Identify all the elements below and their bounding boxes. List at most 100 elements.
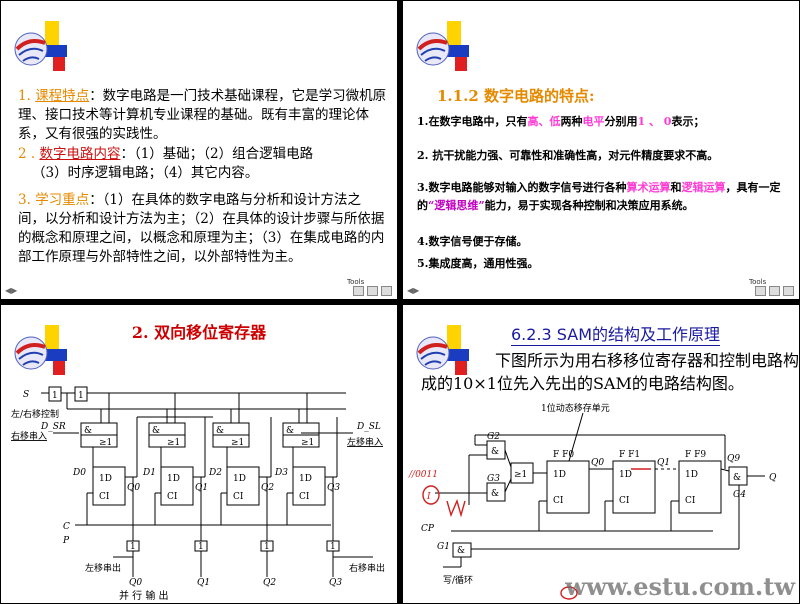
slide-bidirectional-shift-register: 2. 双向移位寄存器 [1,305,397,603]
svg-text:1D: 1D [299,474,312,484]
svg-text:D1: D1 [142,468,156,478]
svg-text:并 行 输 出: 并 行 输 出 [119,589,169,602]
item-number: 2 . [18,146,36,162]
svg-text:CI: CI [167,492,178,502]
item-number: 3. [18,192,31,208]
svg-text:Q2: Q2 [261,483,274,493]
svg-text:右移串出: 右移串出 [349,562,385,574]
item-course-features: 1. 课程特点：数字电路是一门技术基础课程，它是学习微机原理、接口技术等计算机专… [18,87,388,144]
feature-5: 5.集成度高，通用性强。 [417,257,539,270]
item-course-content: 2 . 数字电路内容：（1）基础；（2）组合逻辑电路 （3）时序逻辑电路；（4）… [18,145,388,183]
svg-text:≥1: ≥1 [301,438,314,448]
svg-text:Q1: Q1 [657,458,670,468]
svg-text:Q3: Q3 [327,483,340,493]
svg-text:左移串入: 左移串入 [347,436,383,448]
svg-text:D0: D0 [72,468,86,478]
svg-text:&: & [84,426,92,436]
svg-text:I: I [426,492,431,502]
svg-text:≥1: ≥1 [514,470,527,480]
menu-icon[interactable] [367,286,378,296]
svg-text://0011: //0011 [408,470,438,480]
svg-text:D_SL: D_SL [356,422,381,432]
slide-title: 6.2.3 SAM的结构及工作原理 [511,321,721,346]
svg-text:&: & [491,489,499,499]
item-heading: 课程特点 [35,88,90,104]
svg-text:1: 1 [330,542,336,552]
slide-digital-features: 1.1.2 数字电路的特点: 1.在数字电路中，只有高、低两种电平分别用1 、 … [403,1,799,299]
svg-text:1: 1 [52,391,58,401]
logo-icon [415,19,471,73]
feature-3: 3.数字电路能够对输入的数字信号进行各种算术运算和逻辑运算，具有一定的“逻辑思维… [417,181,781,212]
shift-register-diagram: S 1 1 左/右移控制 D_SR 右移串入 D_SL 左移串入 &≥1 &≥1… [11,386,385,602]
svg-text:F F0: F F0 [553,450,574,460]
nav-arrows-icon[interactable]: ◀▶ [407,286,420,295]
toolbar[interactable]: Tools [347,278,393,296]
svg-text:G4: G4 [733,490,746,500]
svg-text:Q3: Q3 [329,578,342,588]
svg-text:≥1: ≥1 [99,438,112,448]
feature-4: 4.数字信号便于存储。 [417,235,528,248]
svg-text:≥1: ≥1 [231,438,244,448]
item-body: ：（1）基础；（2）组合逻辑电路 [120,146,314,162]
slide-body-text: 下图所示为用右移移位寄存器和控制电路构成的10×1位先入先出的SAM的电路结构图… [421,351,799,393]
svg-text:CI: CI [619,496,630,506]
svg-text:左/右移控制: 左/右移控制 [11,408,59,420]
prev-icon[interactable] [755,286,766,296]
item-body: ：（1）在具体的数字电路与分析和设计方法之间，以分析和设计方法为主；（2）在具体… [18,192,385,265]
svg-text:1: 1 [78,391,84,401]
logo-icon [13,19,69,73]
watermark-text: www.estu.com.tw [564,572,796,601]
svg-text:Q0: Q0 [129,578,142,588]
svg-text:1D: 1D [167,474,180,484]
sam-diagram: 1位动态移存单元 G2 & G3 & ≥1 F F0 1D CI Q0 F F1… [408,402,796,601]
svg-text:C: C [63,522,70,532]
svg-text:1D: 1D [619,470,632,480]
svg-text:CI: CI [233,492,244,502]
prev-icon[interactable] [353,286,364,296]
slide-sam-structure: 6.2.3 SAM的结构及工作原理 下图所示为用右移移位寄存器和控制电路构成的1… [403,305,799,603]
svg-text:1: 1 [264,542,270,552]
feature-2: 2. 抗干扰能力强、可靠性和准确性高，对元件精度要求不高。 [417,149,719,162]
next-icon[interactable] [381,286,392,296]
toolbar-label: Tools [749,278,767,286]
svg-text:F F9: F F9 [685,450,706,460]
svg-text:P: P [62,536,70,546]
svg-text:右移串入: 右移串入 [11,430,47,442]
svg-text:1D: 1D [99,474,112,484]
svg-text:Q0: Q0 [127,483,140,493]
svg-text:左移串出: 左移串出 [85,562,121,574]
svg-text:&: & [152,426,160,436]
svg-text:CI: CI [99,492,110,502]
slide-course-intro: 1. 课程特点：数字电路是一门技术基础课程，它是学习微机原理、接口技术等计算机专… [1,1,397,299]
svg-text:1D: 1D [233,474,246,484]
item-study-focus: 3. 学习重点：（1）在具体的数字电路与分析和设计方法之间，以分析和设计方法为主… [18,191,388,267]
svg-text:1位动态移存单元: 1位动态移存单元 [541,402,610,414]
item-body-cont: （3）时序逻辑电路；（4）其它内容。 [32,165,259,181]
svg-text:1: 1 [130,542,136,552]
svg-text:&: & [457,546,465,556]
next-icon[interactable] [783,286,794,296]
slide-title: 2. 双向移位寄存器 [131,323,267,342]
item-number: 1. [18,88,31,104]
svg-text:CI: CI [553,496,564,506]
svg-text:Q: Q [769,473,777,483]
svg-text:S: S [23,390,29,400]
toolbar[interactable]: Tools [749,278,795,296]
svg-text:G3: G3 [487,474,500,484]
menu-icon[interactable] [769,286,780,296]
svg-text:1: 1 [198,542,204,552]
svg-text:D2: D2 [208,468,222,478]
svg-text:&: & [733,473,741,483]
svg-text:Q2: Q2 [263,578,276,588]
svg-text:F F1: F F1 [619,450,640,460]
svg-text:&: & [491,447,499,457]
svg-text:≥1: ≥1 [167,438,180,448]
svg-text:D3: D3 [274,468,288,478]
svg-text:CP: CP [421,524,435,534]
svg-text:1D: 1D [553,470,566,480]
toolbar-label: Tools [347,278,365,286]
nav-arrows-icon[interactable]: ◀▶ [5,286,18,295]
svg-text:Q1: Q1 [197,578,210,588]
item-body: ：数字电路是一门技术基础课程，它是学习微机原理、接口技术等计算机专业课程的基础。… [18,88,387,142]
item-heading: 学习重点 [35,192,90,208]
